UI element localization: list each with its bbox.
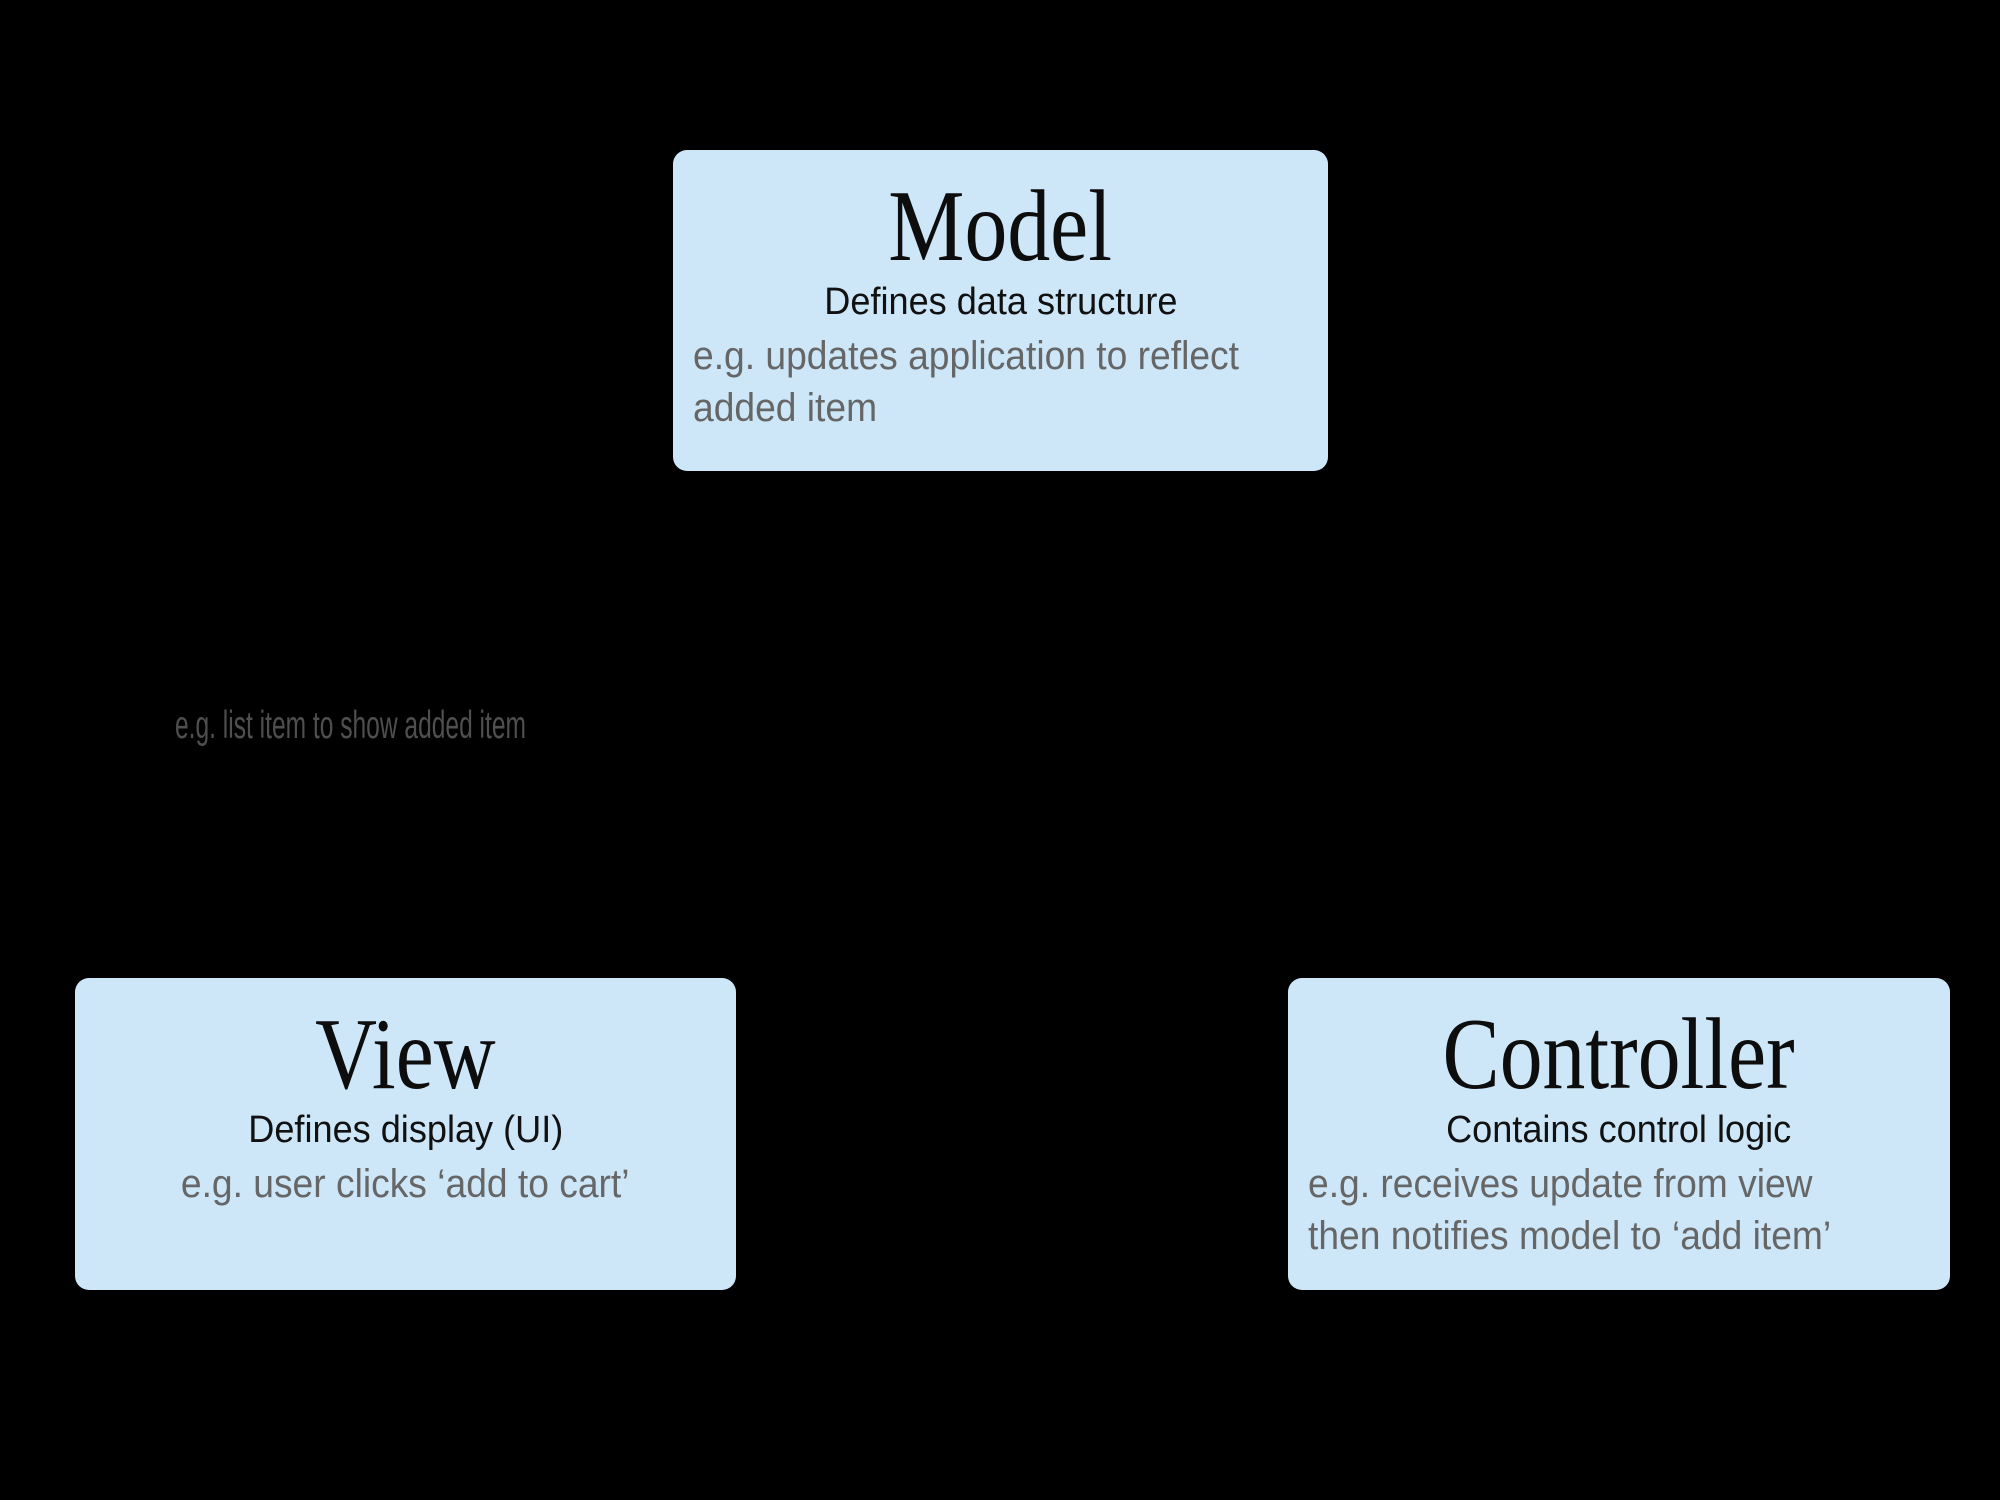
controller-title: Controller (1308, 1004, 1930, 1106)
model-title-text: Model (888, 170, 1113, 283)
controller-subtitle-text: Contains control logic (1446, 1109, 1792, 1151)
model-subtitle: Defines data structure (693, 280, 1308, 326)
view-node: View Defines display (UI) e.g. user clic… (75, 978, 736, 1290)
model-title: Model (693, 176, 1308, 278)
controller-example-line-1: e.g. receives update from view (1308, 1161, 1813, 1206)
view-title: View (95, 1004, 716, 1106)
controller-example: e.g. receives update from view then noti… (1308, 1158, 1930, 1262)
model-example-line-2: added item (693, 385, 878, 430)
view-title-text: View (315, 998, 496, 1111)
view-subtitle-text: Defines display (UI) (248, 1109, 563, 1151)
model-to-view-annotation-text: e.g. list item to show added item (175, 704, 526, 747)
view-example: e.g. user clicks ‘add to cart’ (95, 1158, 716, 1210)
controller-node: Controller Contains control logic e.g. r… (1288, 978, 1950, 1290)
model-to-view-annotation: e.g. list item to show added item (175, 703, 732, 750)
view-example-line-1: e.g. user clicks ‘add to cart’ (181, 1161, 630, 1206)
controller-title-text: Controller (1442, 998, 1796, 1111)
model-example: e.g. updates application to reflect adde… (693, 330, 1308, 434)
controller-subtitle: Contains control logic (1308, 1108, 1930, 1154)
model-subtitle-text: Defines data structure (823, 281, 1178, 323)
model-example-line-1: e.g. updates application to reflect (693, 333, 1239, 378)
model-node: Model Defines data structure e.g. update… (673, 150, 1328, 471)
view-subtitle: Defines display (UI) (95, 1108, 716, 1154)
controller-example-line-2: then notifies model to ‘add item’ (1308, 1213, 1832, 1258)
